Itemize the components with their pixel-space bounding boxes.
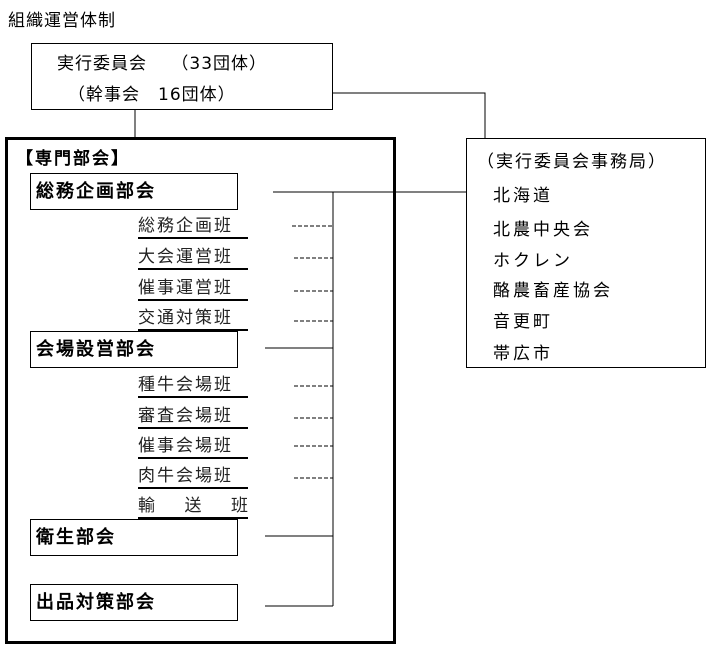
executive-committee-box [31,43,333,110]
dept-general-affairs: 総務企画部会 [30,173,238,210]
team-transport-char-1: 輸 [138,496,155,516]
steering-committee-label: （幹事会 16団体） [68,85,236,105]
dept-exhibit-measures: 出品対策部会 [30,584,238,621]
secretariat-member: 音更町 [493,312,553,332]
secretariat-member: 北農中央会 [493,220,593,240]
specialized-committees-label: 【専門部会】 [16,149,130,169]
secretariat-member: ホクレン [493,251,573,271]
page-title: 組織運営体制 [8,11,116,31]
team-transport: 輸 送 班 [138,495,248,519]
team-breeding-cattle-venue: 種牛会場班 [138,374,248,398]
team-event-program: 催事運営班 [138,277,248,301]
team-traffic: 交通対策班 [138,307,248,331]
secretariat-member: 帯広市 [493,344,553,364]
connector-exec-to-secretariat [333,92,486,138]
secretariat-title: （実行委員会事務局） [477,152,667,172]
team-transport-char-2: 送 [184,496,202,516]
secretariat-member: 北海道 [493,186,553,206]
specialized-committees-box [5,137,396,644]
executive-committee-label: 実行委員会 （33団体） [57,54,268,74]
team-general-planning: 総務企画班 [138,215,248,239]
team-event-venue: 催事会場班 [138,435,248,459]
dept-venue-setup: 会場設営部会 [30,331,238,368]
team-judging-venue: 審査会場班 [138,405,248,429]
secretariat-member: 酪農畜産協会 [493,281,613,301]
team-event-operation: 大会運営班 [138,246,248,270]
team-transport-char-3: 班 [231,496,248,516]
team-beef-cattle-venue: 肉牛会場班 [138,465,248,489]
dept-hygiene: 衛生部会 [30,519,238,556]
